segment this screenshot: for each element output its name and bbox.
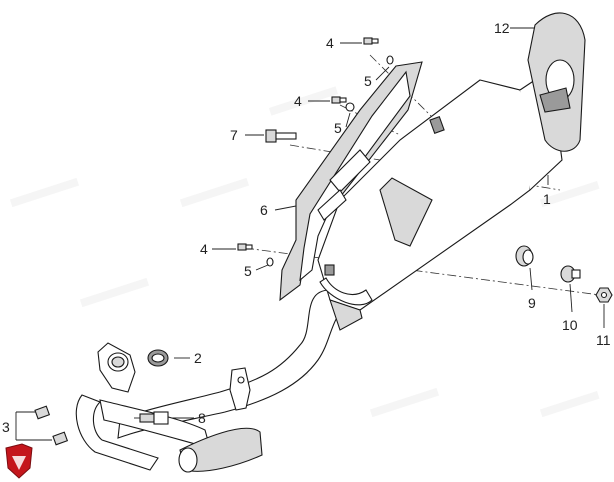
callout-1: 1 [543, 191, 551, 207]
bolt-7 [265, 129, 297, 143]
callout-9: 9 [528, 295, 536, 311]
muffler-end-cap [527, 12, 586, 152]
leader-lines [15, 27, 605, 441]
callout-4-mid: 4 [294, 93, 302, 109]
callout-2: 2 [194, 350, 202, 366]
callout-6: 6 [260, 202, 268, 218]
callout-7: 7 [230, 127, 238, 143]
shield-logo-icon [5, 443, 33, 479]
washer-5-mid [345, 102, 355, 112]
washer-5-low [266, 257, 274, 267]
oxygen-sensor-8 [134, 411, 169, 425]
callout-labels: 1 2 3 4 4 4 5 5 5 6 7 8 9 10 11 12 [2, 20, 611, 435]
callout-11: 11 [596, 332, 611, 348]
callout-5-top: 5 [364, 73, 372, 89]
callout-10: 10 [562, 317, 578, 333]
screw-4-mid [331, 96, 347, 104]
screw-4-low [237, 243, 253, 251]
gasket-2 [147, 349, 169, 367]
washer-5-top [386, 55, 394, 65]
callout-5-low: 5 [244, 263, 252, 279]
muffler-body [317, 69, 563, 331]
callout-4-low: 4 [200, 241, 208, 257]
heat-shield [279, 61, 423, 302]
rubber-bushing-9 [515, 245, 534, 267]
screw-4-top [363, 37, 379, 45]
callout-3: 3 [2, 419, 10, 435]
callout-4-top: 4 [326, 35, 334, 51]
collar-10 [560, 265, 581, 283]
header-flange [97, 342, 136, 393]
callout-5-mid: 5 [334, 120, 342, 136]
nut-11 [595, 287, 613, 303]
callout-8: 8 [198, 410, 206, 426]
callout-12: 12 [494, 20, 510, 36]
stud-nuts-3 [34, 405, 69, 446]
